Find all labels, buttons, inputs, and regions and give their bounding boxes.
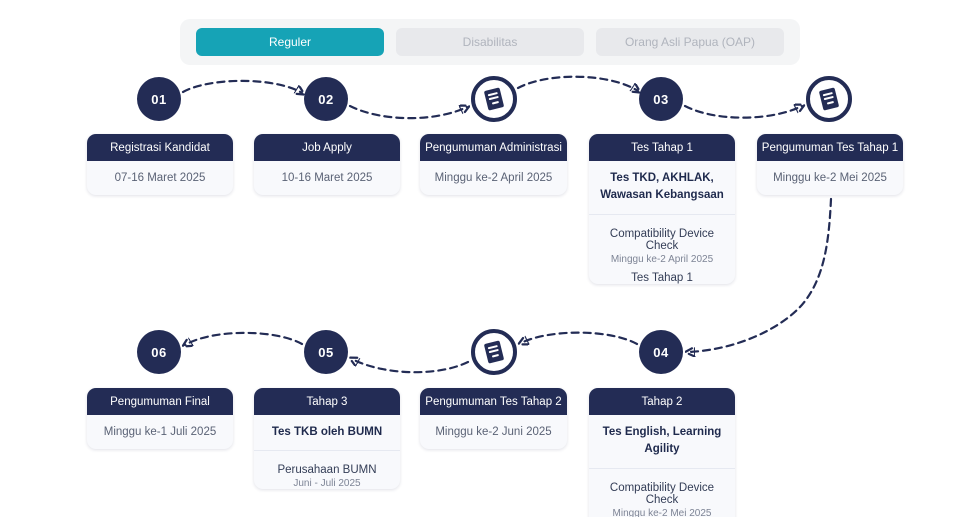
- card-date: Minggu ke-2 Juni 2025: [435, 426, 552, 438]
- announcement-node-administrasi: [471, 76, 517, 122]
- step-node-02: 02: [304, 77, 348, 121]
- card-title: Tahap 2: [589, 388, 735, 415]
- card-entry: Tes Tahap 1 Minggu ke-2 April 2025: [595, 272, 729, 285]
- connector-02-doc1: [348, 106, 467, 120]
- card-date: Minggu ke-1 Juli 2025: [103, 426, 217, 438]
- card-title: Pengumuman Tes Tahap 1: [757, 134, 903, 161]
- card-entry: Compatibility Device Check Minggu ke-2 M…: [595, 482, 729, 517]
- card-highlight: Tes English, Learning Agility: [589, 415, 735, 469]
- card-title: Tes Tahap 1: [589, 134, 735, 161]
- tab-disabilitas[interactable]: Disabilitas: [396, 28, 584, 56]
- connector-04-doc3: [521, 331, 639, 344]
- entry-label: Tes Tahap 1: [631, 271, 693, 284]
- step-node-01: 01: [137, 77, 181, 121]
- card-entries: Perusahaan BUMN Juni - Juli 2025: [254, 451, 400, 489]
- card-tahap-3: Tahap 3 Tes TKB oleh BUMN Perusahaan BUM…: [254, 388, 400, 489]
- card-registrasi-kandidat: Registrasi Kandidat 07-16 Maret 2025: [87, 134, 233, 195]
- announcement-node-tes-tahap-1: [806, 76, 852, 122]
- connector-doc1-03: [516, 75, 638, 91]
- card-tes-tahap-1: Tes Tahap 1 Tes TKD, AKHLAK, Wawasan Keb…: [589, 134, 735, 284]
- card-date: 10-16 Maret 2025: [281, 172, 373, 184]
- card-date: Minggu ke-2 April 2025: [434, 172, 553, 184]
- connector-03-doc2: [683, 106, 802, 119]
- card-pengumuman-administrasi: Pengumuman Administrasi Minggu ke-2 Apri…: [420, 134, 567, 195]
- card-title: Pengumuman Final: [87, 388, 233, 415]
- card-pengumuman-final: Pengumuman Final Minggu ke-1 Juli 2025: [87, 388, 233, 449]
- card-pengumuman-tes-tahap-2: Pengumuman Tes Tahap 2 Minggu ke-2 Juni …: [420, 388, 567, 449]
- connector-doc3-05: [352, 359, 470, 374]
- document-icon: [483, 340, 505, 364]
- document-icon: [483, 87, 505, 111]
- card-title: Tahap 3: [254, 388, 400, 415]
- card-date: 07-16 Maret 2025: [114, 172, 206, 184]
- card-entries: Compatibility Device Check Minggu ke-2 M…: [589, 469, 735, 517]
- step-node-05: 05: [304, 330, 348, 374]
- card-entry: Perusahaan BUMN Juni - Juli 2025: [260, 464, 394, 489]
- announcement-node-tes-tahap-2: [471, 329, 517, 375]
- card-job-apply: Job Apply 10-16 Maret 2025: [254, 134, 400, 195]
- category-tabbar: Reguler Disabilitas Orang Asli Papua (OA…: [180, 19, 800, 65]
- step-node-03: 03: [639, 77, 683, 121]
- tab-reguler[interactable]: Reguler: [196, 28, 384, 56]
- card-date: Minggu ke-2 Mei 2025: [773, 172, 887, 184]
- card-title: Registrasi Kandidat: [87, 134, 233, 161]
- card-tahap-2: Tahap 2 Tes English, Learning Agility Co…: [589, 388, 735, 517]
- step-node-06: 06: [137, 330, 181, 374]
- connector-01-02: [181, 79, 302, 93]
- card-entry: Compatibility Device Check Minggu ke-2 A…: [595, 228, 729, 265]
- entry-label: Compatibility Device Check: [609, 227, 715, 252]
- step-node-04: 04: [639, 330, 683, 374]
- card-pengumuman-tes-tahap-1: Pengumuman Tes Tahap 1 Minggu ke-2 Mei 2…: [757, 134, 903, 195]
- card-entries: Compatibility Device Check Minggu ke-2 A…: [589, 215, 735, 285]
- card-title: Job Apply: [254, 134, 400, 161]
- entry-label: Perusahaan BUMN: [277, 464, 377, 477]
- card-title: Pengumuman Tes Tahap 2: [420, 388, 567, 415]
- entry-date: Minggu ke-2 April 2025: [610, 253, 714, 265]
- card-title: Pengumuman Administrasi: [420, 134, 567, 161]
- connector-doc2-04: [688, 197, 833, 352]
- entry-date: Juni - Juli 2025: [293, 478, 361, 489]
- entry-label: Compatibility Device Check: [609, 481, 715, 506]
- card-highlight: Tes TKD, AKHLAK, Wawasan Kebangsaan: [589, 161, 735, 215]
- connector-05-06: [185, 331, 304, 345]
- card-highlight: Tes TKB oleh BUMN: [254, 415, 400, 452]
- tab-orang-asli-papua[interactable]: Orang Asli Papua (OAP): [596, 28, 784, 56]
- entry-date: Minggu ke-2 Mei 2025: [612, 507, 712, 517]
- document-icon: [818, 87, 840, 111]
